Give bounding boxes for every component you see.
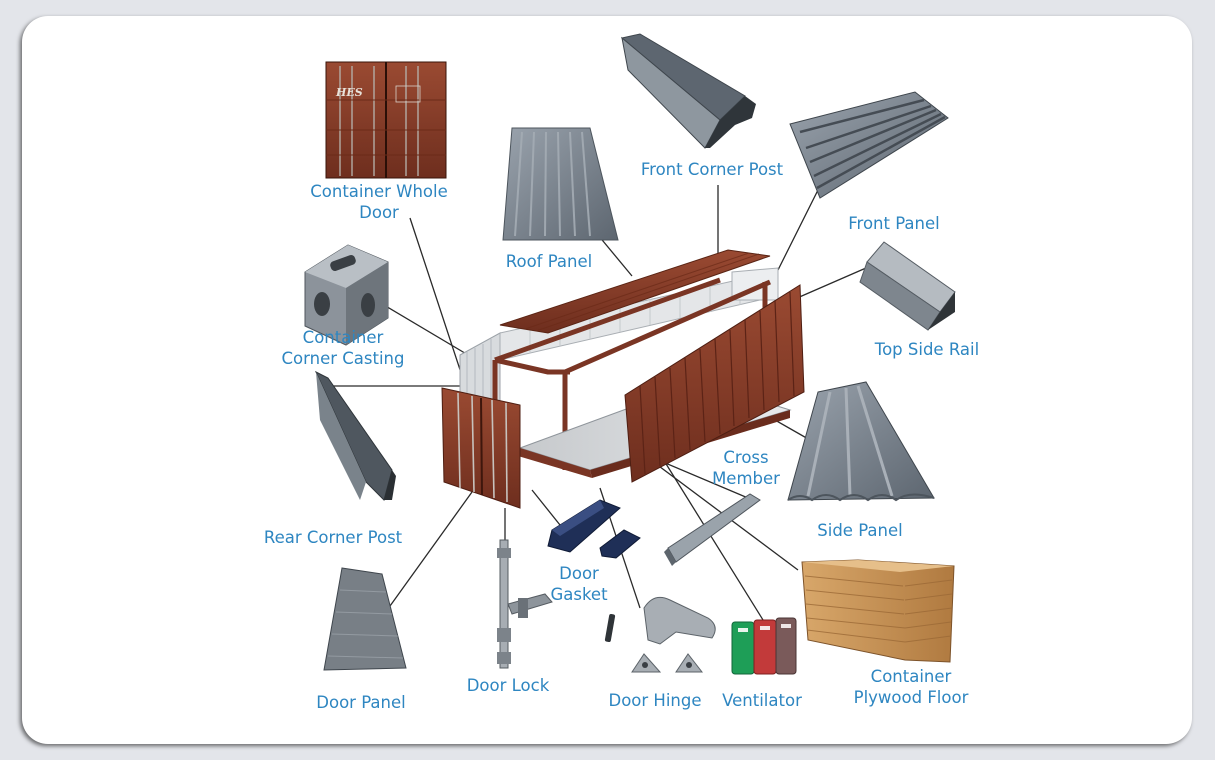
label-roof-panel: Roof Panel — [505, 252, 593, 271]
side-panel-image — [787, 381, 935, 502]
container-whole-door-image: HES — [325, 61, 447, 179]
door-lock-image — [497, 539, 553, 669]
label-cross-member: Cross Member — [712, 447, 780, 489]
leader-lines — [318, 181, 867, 629]
top-side-rail-image — [859, 241, 956, 331]
label-line: Container Whole — [310, 182, 448, 201]
roof-panel-image — [502, 127, 619, 241]
label-line: Door — [559, 564, 599, 583]
label-container-corner-casting: Container Corner Casting — [282, 327, 405, 369]
label-line: Cross — [723, 448, 769, 467]
label-container-whole-door: Container Whole Door — [310, 181, 447, 223]
plywood-floor-image — [801, 559, 955, 663]
label-door-lock: Door Lock — [466, 676, 550, 695]
label-line: Corner Casting — [281, 349, 405, 368]
door-gasket-image — [547, 499, 641, 559]
label-ventilator: Ventilator — [722, 691, 802, 710]
label-top-side-rail: Top Side Rail — [874, 340, 980, 359]
label-rear-corner-post: Rear Corner Post — [263, 528, 403, 547]
label-line: Container — [302, 328, 384, 347]
label-line: Container — [870, 667, 952, 686]
label-line: Gasket — [550, 585, 608, 604]
ventilator-image — [731, 617, 797, 675]
door-hinge-image — [604, 596, 716, 673]
cross-member-image — [664, 493, 761, 566]
diagram-canvas: HES — [304, 33, 956, 675]
label-door-gasket: Door Gasket — [550, 563, 607, 605]
label-side-panel: Side Panel — [817, 521, 903, 540]
front-corner-post-image — [620, 33, 756, 149]
door-panel-image — [323, 567, 407, 671]
label-door-hinge: Door Hinge — [608, 691, 702, 710]
door-markings: HES — [335, 86, 363, 99]
label-line: Plywood Floor — [853, 688, 969, 707]
diagram-card: HES — [22, 16, 1192, 744]
label-front-corner-post: Front Corner Post — [640, 160, 784, 179]
exploded-container — [441, 249, 805, 509]
label-front-panel: Front Panel — [848, 214, 940, 233]
corner-casting-image — [304, 244, 389, 346]
label-door-panel: Door Panel — [316, 693, 406, 712]
rear-corner-post-image — [314, 370, 396, 501]
label-line: Member — [712, 469, 780, 488]
front-panel-image — [789, 91, 949, 199]
label-container-plywood-floor: Container Plywood Floor — [854, 666, 969, 708]
label-line: Door — [359, 203, 399, 222]
